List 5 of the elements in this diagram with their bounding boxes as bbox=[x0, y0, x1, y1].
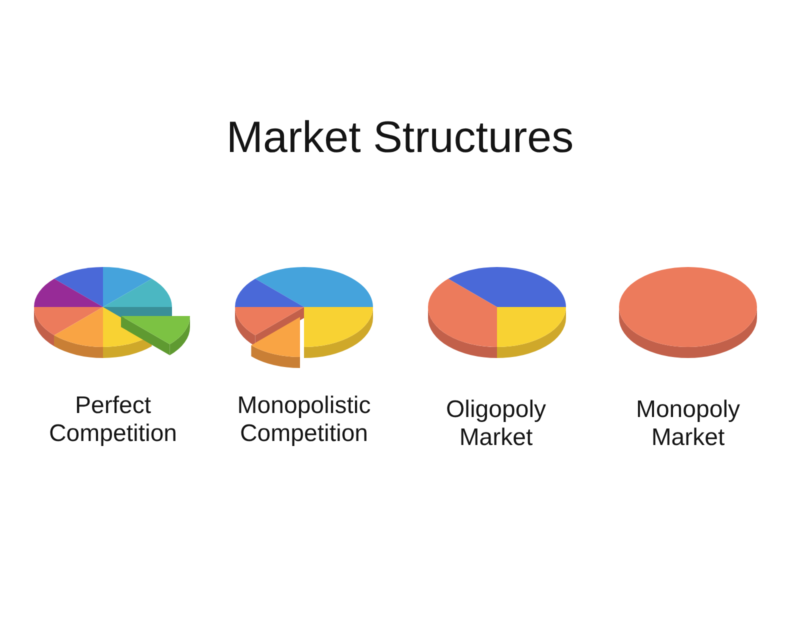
caption: Oligopoly Market bbox=[444, 396, 548, 452]
caption: Perfect Competition bbox=[48, 392, 178, 448]
title: Market Structures bbox=[226, 112, 574, 164]
caption: Monopolistic Competition bbox=[236, 392, 372, 448]
caption: Monopoly Market bbox=[634, 396, 742, 452]
